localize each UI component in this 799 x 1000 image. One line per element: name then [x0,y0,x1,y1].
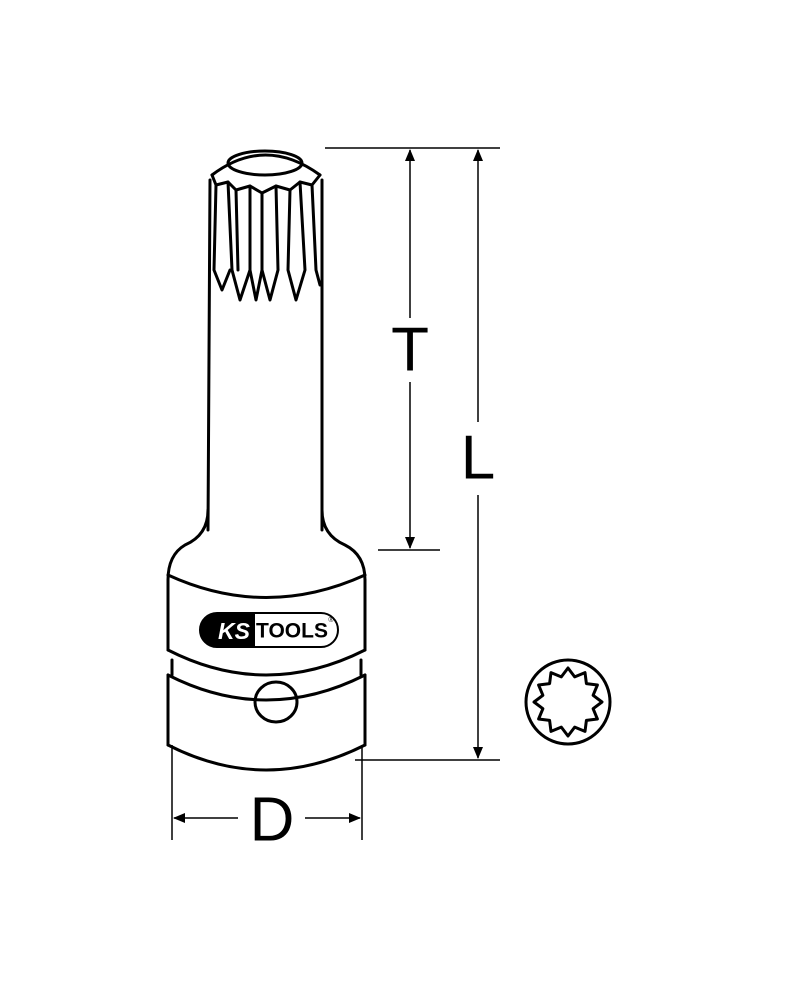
dimension-d-label: D [250,786,295,855]
ks-tools-logo: KS TOOLS ® [199,612,339,648]
extension-lines [171,147,500,840]
retaining-ball [253,680,299,724]
logo-ks: KS [218,618,251,644]
dimension-d: D [173,786,361,855]
dimension-l: L [461,149,495,759]
dimension-t: T [391,149,429,549]
spline-cross-section [524,658,612,746]
logo-registered: ® [328,616,334,624]
spline-bit [206,149,324,532]
dimension-t-label: T [391,316,429,385]
dimension-l-label: L [461,424,495,493]
socket-body [166,508,367,772]
logo-tools: TOOLS [256,620,328,643]
